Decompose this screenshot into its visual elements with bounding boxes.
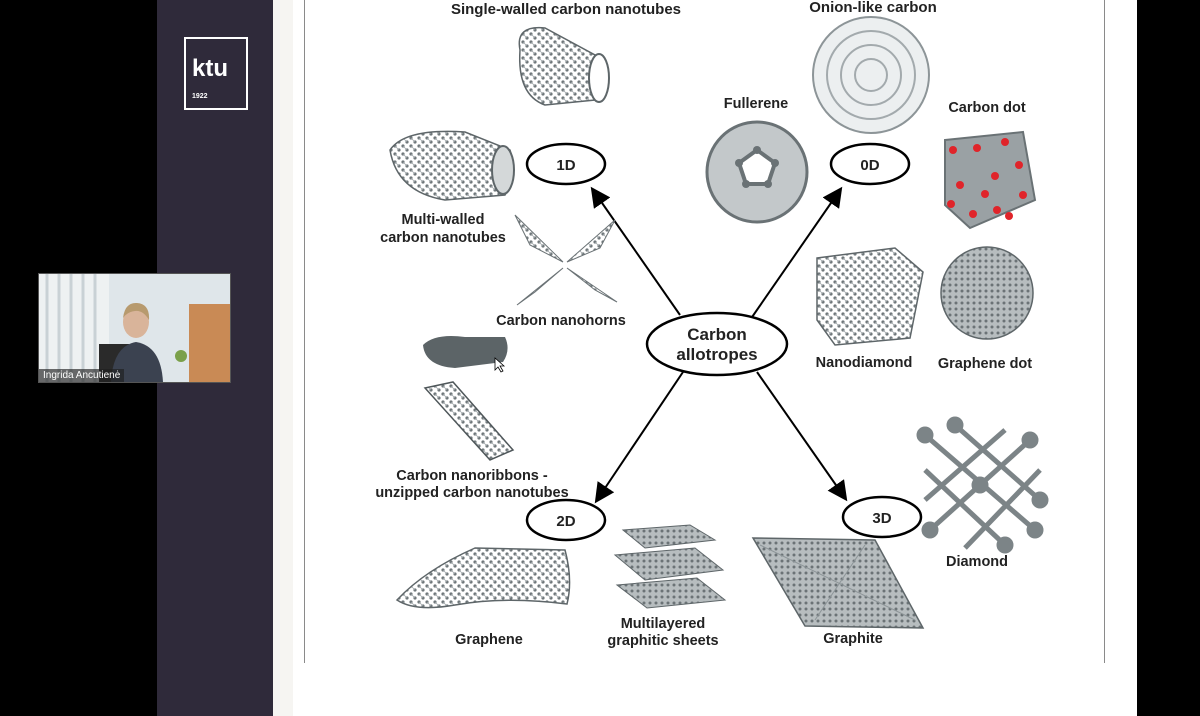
label-fullerene: Fullerene <box>724 96 788 112</box>
logo-name: ktu <box>192 55 228 82</box>
fullerene-image <box>705 120 809 224</box>
label-swcnt: Single-walled carbon nanotubes <box>451 1 681 18</box>
center-ellipse <box>645 311 789 377</box>
dim-0d-label: 0D <box>860 157 879 174</box>
video-scene <box>39 274 230 382</box>
ktu-logo: ktu 1922 <box>184 37 248 110</box>
swcnt-image <box>518 26 610 106</box>
arrow-1d <box>590 186 681 316</box>
label-nanodiamond: Nanodiamond <box>816 355 913 371</box>
arrows <box>590 186 848 504</box>
dim-0d-ellipse <box>829 142 911 186</box>
center-label-line1: Carbon <box>687 325 747 344</box>
onion-carbon-image <box>812 16 930 134</box>
label-nanohorns: Carbon nanohorns <box>496 313 626 329</box>
label-onion: Onion-like carbon <box>809 0 937 16</box>
graphene-dot-image <box>940 246 1034 340</box>
center-label-line2: allotropes <box>676 345 757 364</box>
carbon-allotropes-figure: Carbon allotropes 1D 0D 2D 3D Single-wal… <box>304 0 1105 663</box>
label-multilayer-line1: Multilayered <box>621 616 706 632</box>
dim-3d-ellipse <box>841 495 923 539</box>
label-diamond: Diamond <box>946 554 1008 570</box>
label-graphene-dot: Graphene dot <box>938 356 1032 372</box>
label-graphite: Graphite <box>823 631 883 647</box>
dim-3d-label: 3D <box>872 510 891 527</box>
carbon-dot-image <box>944 130 1037 230</box>
participant-name: Ingrida Ancutienė <box>39 369 125 382</box>
nanodiamond-image <box>816 247 924 346</box>
label-graphene: Graphene <box>455 632 523 648</box>
label-nanoribbons-line1: Carbon nanoribbons - <box>396 468 548 484</box>
graphene-image <box>395 547 571 609</box>
mouse-cursor-icon <box>494 357 506 373</box>
allotropes-diagram: Carbon allotropes 1D 0D 2D 3D Single-wal… <box>375 0 1049 649</box>
mwcnt-image <box>389 130 515 201</box>
dim-2d-ellipse <box>525 498 607 542</box>
dim-1d-ellipse <box>525 142 607 186</box>
label-nanoribbons-line2: unzipped carbon nanotubes <box>375 485 568 501</box>
dim-1d-label: 1D <box>556 157 575 174</box>
participant-video[interactable]: Ingrida Ancutienė <box>38 273 231 383</box>
dim-2d-label: 2D <box>556 513 575 530</box>
graphite-image <box>751 537 925 629</box>
label-mwcnt-line2: carbon nanotubes <box>380 230 506 246</box>
label-carbon-dot: Carbon dot <box>948 100 1025 116</box>
nanohorns-image <box>514 214 618 306</box>
logo-year: 1922 <box>192 93 208 100</box>
label-mwcnt-line1: Multi-walled <box>402 212 485 228</box>
arrow-3d <box>756 371 848 502</box>
label-multilayer-line2: graphitic sheets <box>607 633 718 649</box>
arrow-0d <box>749 186 843 321</box>
participant-face <box>123 306 149 338</box>
diamond-image <box>916 416 1049 554</box>
arrow-2d <box>594 371 684 504</box>
nanoribbons-image <box>423 336 515 461</box>
multilayer-sheets-image <box>613 524 727 609</box>
